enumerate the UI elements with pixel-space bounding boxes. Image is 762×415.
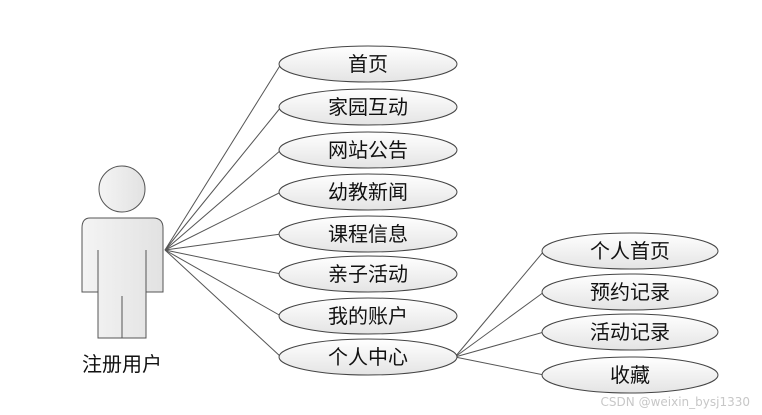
association-line [164, 106, 282, 251]
use-case-label: 我的账户 [328, 304, 408, 328]
use-case-label: 网站公告 [328, 138, 408, 162]
use-case-label: 幼教新闻 [328, 180, 408, 204]
actor-body [81, 217, 164, 339]
use-case-shape [278, 131, 458, 169]
sub-use-case-shape [541, 356, 719, 394]
watermark: CSDN @weixin_bysj1330 [600, 395, 750, 409]
use-case: 我的账户 [278, 297, 458, 335]
use-case-label: 课程信息 [328, 222, 408, 246]
sub-use-case-label: 活动记录 [590, 320, 670, 344]
sub-use-case-shape [541, 232, 719, 270]
association-line [164, 249, 282, 275]
use-case: 家园互动 [278, 88, 458, 126]
sub-use-case-shape [541, 273, 719, 311]
use-case-shape [278, 338, 458, 376]
association-line [164, 249, 282, 317]
use-case: 幼教新闻 [278, 173, 458, 211]
sub-use-case-shape [541, 313, 719, 351]
use-case-shape [278, 45, 458, 83]
use-case: 课程信息 [278, 215, 458, 253]
association-lines [164, 63, 545, 376]
use-case-shape [278, 255, 458, 293]
actor-head [98, 165, 146, 213]
sub-use-case: 预约记录 [541, 273, 719, 311]
use-case-label: 首页 [348, 52, 388, 76]
use-case-shape [278, 297, 458, 335]
association-line [164, 63, 282, 251]
sub-use-case: 个人首页 [541, 232, 719, 270]
include-line [454, 356, 545, 376]
sub-use-case-label: 预约记录 [590, 280, 670, 304]
use-case: 亲子活动 [278, 255, 458, 293]
sub-use-case-label: 个人首页 [590, 239, 670, 263]
association-line [164, 149, 282, 251]
use-case-label: 亲子活动 [328, 262, 408, 286]
use-case-label: 个人中心 [328, 345, 408, 369]
include-line [454, 250, 545, 358]
use-case-shape [278, 88, 458, 126]
sub-use-case: 收藏 [541, 356, 719, 394]
use-case-label: 家园互动 [328, 95, 408, 119]
association-line [164, 233, 282, 251]
use-case: 个人中心 [278, 338, 458, 376]
use-case-shape [278, 173, 458, 211]
use-case-shape [278, 215, 458, 253]
sub-use-case: 活动记录 [541, 313, 719, 351]
association-line [164, 191, 282, 251]
include-line [454, 331, 545, 358]
actor-label: 注册用户 [82, 352, 162, 376]
include-line [454, 291, 545, 358]
sub-use-case-label: 收藏 [610, 363, 650, 387]
use-case: 网站公告 [278, 131, 458, 169]
use-case: 首页 [278, 45, 458, 83]
association-line [164, 249, 282, 358]
actor-figure: 注册用户 [81, 165, 164, 376]
